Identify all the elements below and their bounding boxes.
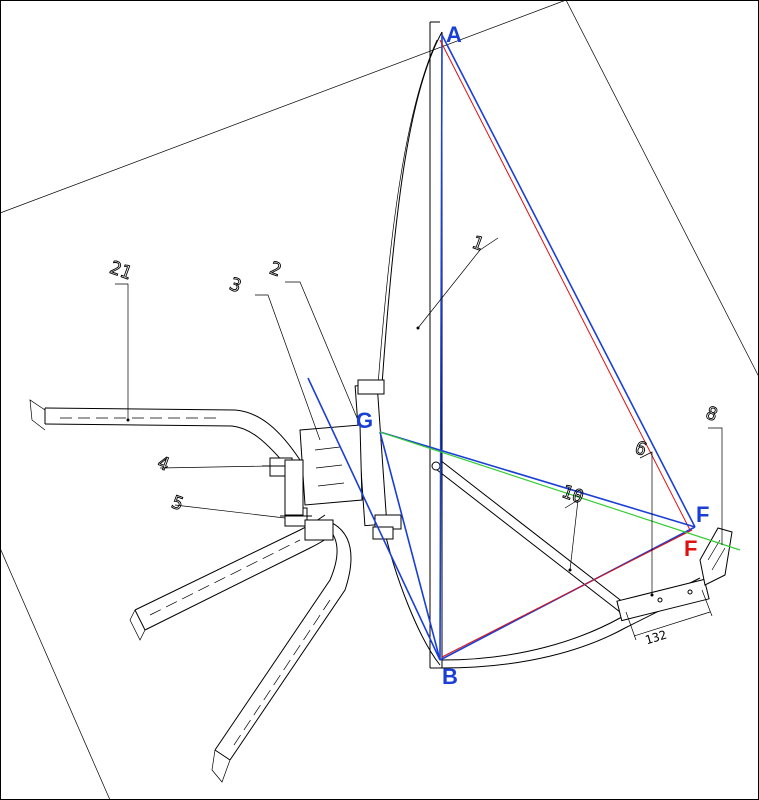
line-A-B — [439, 34, 443, 661]
point-label-B: B — [442, 664, 458, 689]
part-number-3: 3 — [227, 274, 244, 297]
leader-lines — [115, 237, 723, 597]
part-number-10: 10 — [559, 481, 587, 508]
part-number-6: 6 — [632, 437, 649, 460]
strut-10 — [431, 459, 629, 613]
line-G-B — [379, 431, 441, 661]
mast-assembly — [377, 21, 443, 669]
point-label-F-red: F — [684, 536, 697, 561]
feed-arm-6 — [441, 577, 710, 669]
arm-lower-left — [129, 514, 331, 641]
part-number-21: 21 — [107, 257, 135, 284]
sheet-edge — [0, 547, 111, 800]
feed-horn-8 — [699, 527, 733, 586]
dimension-label: 132 — [643, 628, 668, 648]
line-G-axis-green — [379, 431, 741, 551]
point-label-G: G — [356, 408, 373, 433]
point-label-A: A — [446, 22, 462, 47]
line-A-F-red — [439, 39, 691, 531]
part-number-8: 8 — [703, 403, 720, 426]
line-bracket-B — [307, 377, 441, 661]
dimension-132: 132 — [625, 589, 713, 648]
part-numbers: 1 2 3 4 5 6 8 10 21 — [106, 231, 720, 515]
point-label-F-blue: F — [696, 502, 709, 527]
line-B-F-red — [441, 529, 693, 658]
arm-bottom — [211, 519, 352, 783]
line-A-F — [441, 34, 696, 528]
geometry-lines — [307, 34, 741, 661]
part-number-5: 5 — [169, 492, 186, 515]
line-G-F — [379, 431, 696, 528]
part-number-1: 1 — [469, 232, 486, 255]
part-number-4: 4 — [155, 452, 172, 475]
part-number-2: 2 — [267, 258, 284, 281]
clamp-plate — [299, 424, 363, 506]
arm-21 — [29, 399, 301, 471]
bolt-group — [262, 457, 334, 541]
point-labels: A B G F F — [356, 22, 709, 689]
